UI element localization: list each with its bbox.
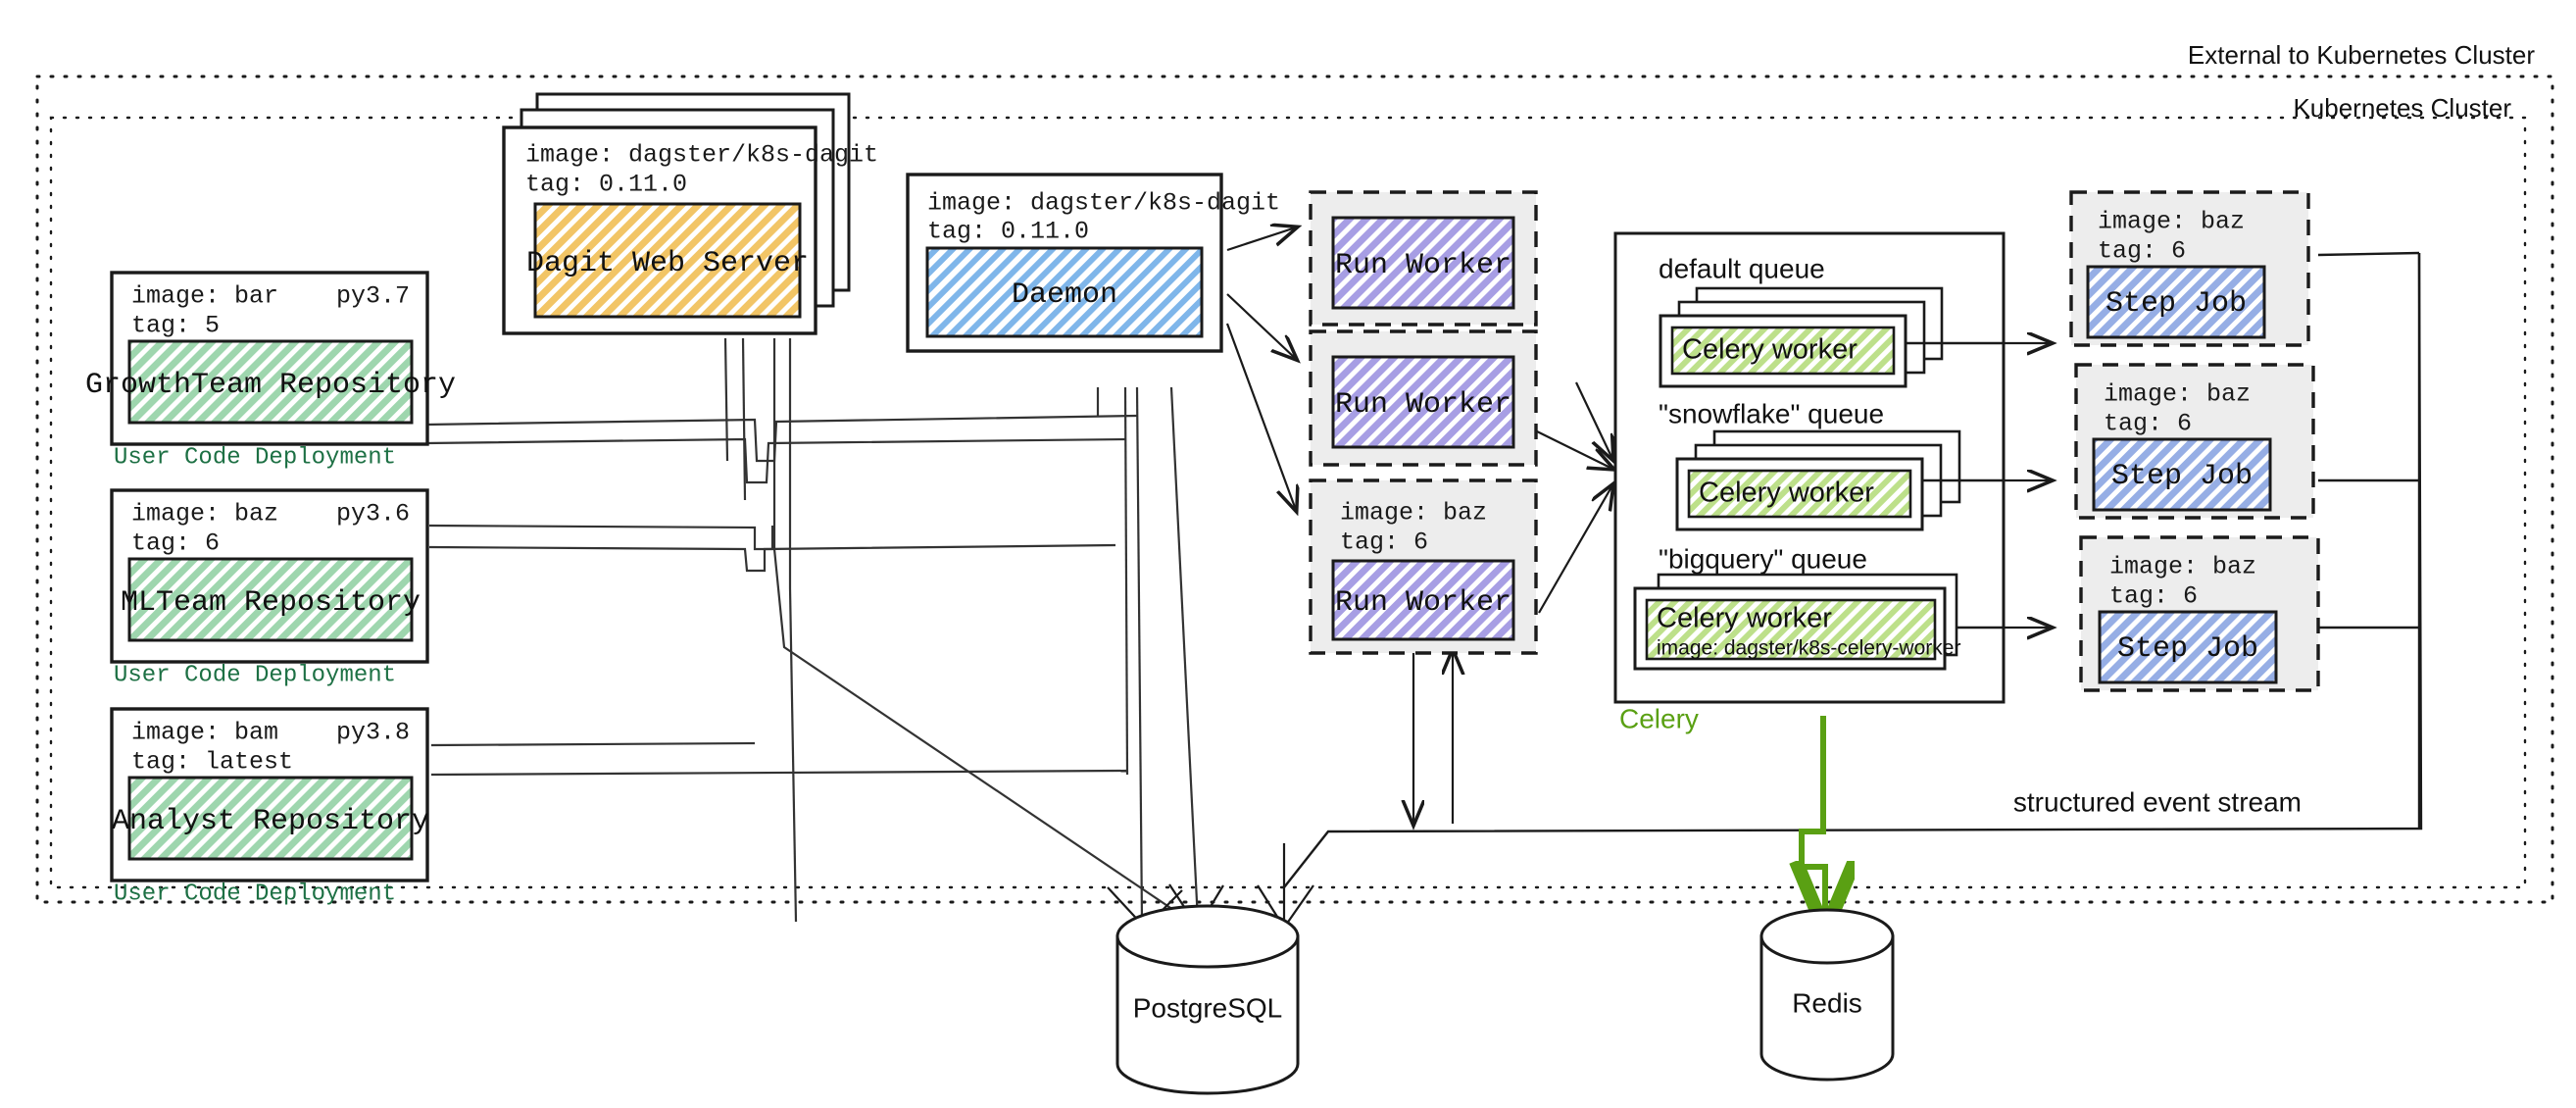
dagit-tag: tag: 0.11.0 — [525, 171, 687, 199]
step-job-1-label: Step Job — [2105, 287, 2247, 321]
daemon-to-runworkers-arrows — [1225, 227, 1296, 510]
step-job-2-tag: tag: 6 — [2104, 410, 2192, 438]
celery-worker-stack-2[interactable]: Celery worker image: dagster/k8s-celery-… — [1633, 573, 1960, 671]
step-job-3-tag: tag: 6 — [2109, 582, 2198, 611]
step-job-1-tag: tag: 6 — [2098, 237, 2186, 266]
dagit-label: Dagit Web Server — [526, 247, 809, 280]
runworker-to-celery-arrows — [1536, 381, 1612, 614]
postgres-label: PostgreSQL — [1133, 992, 1283, 1023]
run-worker-3-image: image: baz — [1340, 499, 1487, 528]
queue-2-label: "bigquery" queue — [1659, 543, 1867, 574]
ucd-3-python-tag: py3.8 — [336, 719, 410, 747]
connector-lines — [425, 337, 1200, 923]
run-worker-pod-2[interactable]: Run Worker — [1309, 329, 1538, 467]
celery-worker-2-label: Celery worker — [1657, 603, 1832, 634]
queue-1-label: "snowflake" queue — [1659, 398, 1884, 428]
daemon-tag: tag: 0.11.0 — [927, 218, 1089, 246]
runworker-postgres-bidirectional — [1413, 651, 1453, 824]
run-worker-3-label: Run Worker — [1335, 586, 1511, 620]
user-code-deployment-1[interactable]: image: bar tag: 5 py3.7 GrowthTeam Repos… — [85, 271, 456, 446]
step-job-pod-3[interactable]: image: baz tag: 6 Step Job — [2079, 535, 2320, 692]
step-job-pod-2[interactable]: image: baz tag: 6 Step Job — [2074, 363, 2315, 520]
daemon-image: image: dagster/k8s-dagit — [927, 189, 1280, 218]
ucd-2-repository-label: MLTeam Repository — [121, 586, 421, 620]
user-code-deployment-2[interactable]: image: baz tag: 6 py3.6 MLTeam Repositor… — [110, 488, 429, 664]
step-job-2-label: Step Job — [2111, 460, 2253, 493]
ucd-2-tag: tag: 6 — [131, 529, 220, 558]
run-worker-3-tag: tag: 6 — [1340, 529, 1428, 557]
step-job-pod-1[interactable]: image: baz tag: 6 Step Job — [2069, 190, 2310, 347]
celery-worker-0-label: Celery worker — [1682, 334, 1858, 366]
celery-worker-stack-1[interactable]: Celery worker — [1675, 429, 1961, 531]
ucd-3-image: image: bam — [131, 719, 278, 747]
step-job-3-label: Step Job — [2117, 632, 2258, 666]
postgres-database[interactable]: PostgreSQL — [1115, 904, 1300, 1095]
ucd-1-caption: User Code Deployment — [114, 444, 396, 471]
ucd-3-tag: tag: latest — [131, 748, 293, 777]
dagit-web-server[interactable]: image: dagster/k8s-dagit tag: 0.11.0 Dag… — [502, 92, 878, 335]
run-worker-1-label: Run Worker — [1335, 249, 1511, 282]
daemon-label: Daemon — [1012, 278, 1117, 312]
celery-worker-2-image: image: dagster/k8s-celery-worker — [1657, 637, 1960, 660]
run-worker-2-label: Run Worker — [1335, 388, 1511, 422]
redis-database[interactable]: Redis — [1759, 908, 1895, 1082]
daemon-node[interactable]: image: dagster/k8s-dagit tag: 0.11.0 Dae… — [906, 173, 1280, 353]
ucd-2-python-tag: py3.6 — [336, 500, 410, 529]
ucd-1-tag: tag: 5 — [131, 312, 220, 340]
queue-0-label: default queue — [1659, 253, 1825, 283]
external-boundary — [35, 75, 2554, 904]
celery-worker-1-label: Celery worker — [1699, 478, 1874, 509]
step-job-2-image: image: baz — [2104, 380, 2251, 409]
run-worker-pod-1[interactable]: Run Worker — [1309, 190, 1538, 327]
celery-worker-stack-0[interactable]: Celery worker — [1659, 286, 1944, 388]
redis-label: Redis — [1792, 987, 1862, 1018]
ucd-2-image: image: baz — [131, 500, 278, 529]
event-stream-label: structured event stream — [2013, 786, 2302, 817]
step-job-3-image: image: baz — [2109, 553, 2256, 581]
user-code-deployment-3[interactable]: image: bam tag: latest py3.8 Analyst Rep… — [110, 707, 429, 882]
ucd-3-caption: User Code Deployment — [114, 881, 396, 907]
dagit-image: image: dagster/k8s-dagit — [525, 141, 878, 170]
ucd-2-caption: User Code Deployment — [114, 662, 396, 688]
cluster-boundary-label: Kubernetes Cluster — [2293, 93, 2511, 123]
celery-tag-label: Celery — [1619, 703, 1699, 733]
step-job-1-image: image: baz — [2098, 208, 2245, 236]
ucd-1-python-tag: py3.7 — [336, 282, 410, 311]
run-worker-pod-3[interactable]: image: baz tag: 6 Run Worker — [1309, 478, 1538, 655]
ucd-3-repository-label: Analyst Repository — [112, 805, 429, 838]
celery-to-redis-arrow — [1802, 716, 1825, 926]
external-boundary-label: External to Kubernetes Cluster — [2188, 40, 2535, 70]
ucd-1-image: image: bar — [131, 282, 278, 311]
ucd-1-repository-label: GrowthTeam Repository — [85, 369, 456, 402]
